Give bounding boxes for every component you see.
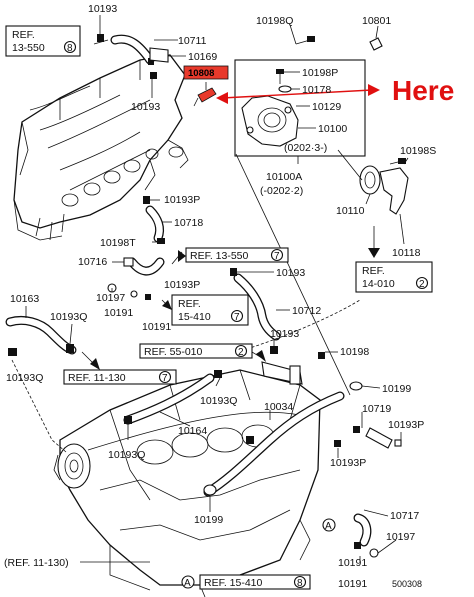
ref-circle-number: 7: [162, 373, 168, 384]
part-label: 10118: [392, 247, 421, 259]
part-label: 10193P: [388, 419, 424, 431]
part-label: 10034: [264, 401, 293, 413]
sensor-10178: [278, 85, 292, 93]
part-label: 10718: [174, 217, 203, 229]
part-label: 10198T: [100, 237, 136, 249]
ref-label: (REF. 11-130): [4, 557, 69, 569]
part-label: 10716: [78, 256, 107, 268]
part-label: 10198Q: [256, 15, 293, 27]
circle-A-label: A: [184, 578, 191, 589]
ref-number: 13-550: [12, 42, 45, 54]
arrows: [81, 39, 380, 370]
part-label: 10193P: [164, 279, 200, 291]
bolt-10198P: [276, 69, 284, 84]
part-label: 10163: [10, 293, 39, 305]
part-label: 10169: [188, 51, 217, 63]
ref-box-15-410-8: A REF. 15-410 8: [181, 574, 311, 590]
ref-box-13-550-7: REF. 13-550 7: [185, 247, 289, 263]
part-label: 10100A: [266, 171, 302, 183]
engine-block-drawing: [53, 369, 321, 597]
part-label: 10711: [178, 35, 207, 47]
here-annotation-label: Here: [392, 75, 454, 106]
ref-label: REF. 13-550: [190, 250, 249, 262]
part-label: 10164: [178, 425, 207, 437]
part-label: 10197: [96, 292, 125, 304]
ref-number: 15-410: [178, 311, 211, 323]
svg-text:A: A: [325, 521, 332, 532]
part-label: 10193P: [164, 194, 200, 206]
part-label: 10178: [302, 84, 331, 96]
ref-circle-number: 2: [419, 279, 425, 290]
thermostat-housing-group: [234, 59, 366, 157]
footer-code: 500308: [392, 579, 422, 589]
part-label: 10100: [318, 123, 347, 135]
small-parts: [8, 34, 409, 558]
part-label: 10193P: [330, 457, 366, 469]
part-label: 10129: [312, 101, 341, 113]
part-label: 10717: [390, 510, 419, 522]
part-label: 10193: [270, 328, 299, 340]
highlighted-part-10808: 10808: [183, 65, 229, 80]
ref-label: REF.: [362, 265, 385, 277]
part-label: 10191: [338, 578, 367, 590]
part-label: 10193: [276, 267, 305, 279]
ref-number: 14-010: [362, 278, 395, 290]
ref-label: REF. 55-010: [144, 346, 203, 358]
ref-circle-number: 8: [297, 578, 303, 589]
ref-label: REF.: [12, 29, 35, 41]
part-10808-sensor: [193, 87, 217, 107]
ref-box-11-130-7: REF. 11-130 7: [63, 369, 177, 385]
part-label: 10199: [382, 383, 411, 395]
ref-label: REF.: [178, 298, 201, 310]
part-label: 10198S: [400, 145, 436, 157]
intake-ports: [61, 148, 159, 207]
part-label: (-0202·2): [260, 185, 303, 197]
part-number-labels: 10193 10711 10169 10193 10198Q 10801 101…: [6, 3, 436, 590]
part-label: 10191: [104, 307, 133, 319]
ref-label: REF. 11-130: [68, 372, 126, 384]
part-label: 10193: [88, 3, 117, 15]
part-label: 10193Q: [108, 449, 145, 461]
ref-circle-number: 7: [274, 251, 280, 262]
ref-box-15-410-7: REF. 15-410 7: [171, 294, 249, 326]
part-label: 10198P: [302, 67, 338, 79]
part-label: (0202·3-): [284, 142, 327, 154]
part-10808-label: 10808: [188, 68, 214, 79]
circle-A-marker: A: [322, 518, 336, 532]
part-label: 10197: [386, 531, 415, 543]
part-label: 10801: [362, 15, 391, 27]
ref-11-130-paren: (REF. 11-130): [4, 557, 150, 569]
ref-circle-number: 2: [238, 347, 244, 358]
ref-circle-number: 7: [234, 312, 240, 323]
part-label: 10191: [338, 557, 367, 569]
part-label: 10193Q: [200, 395, 237, 407]
part-label: 10193Q: [6, 372, 43, 384]
part-label: 10199: [194, 514, 223, 526]
cylinder-head-drawing: [13, 54, 189, 241]
ref-circle-number: 8: [67, 43, 73, 54]
ref-box-13-550-8: REF. 13-550 8: [5, 25, 81, 57]
ref-box-55-010-2: REF. 55-010 2: [139, 343, 253, 359]
part-label: 10719: [362, 403, 391, 415]
part-label: 10712: [292, 305, 321, 317]
ref-label: REF. 15-410: [204, 577, 263, 589]
part-label: 10191: [142, 321, 171, 333]
hoses: [5, 34, 372, 547]
water-pump-pulley: [53, 443, 91, 489]
leader-lines: [25, 15, 409, 562]
ref-box-14-010-2: REF. 14-010 2: [355, 261, 433, 293]
part-label: 10193: [131, 101, 160, 113]
thermostat-housing-part: [241, 95, 299, 147]
part-label: 10110: [336, 205, 365, 217]
part-label: 10198: [340, 346, 369, 358]
part-label: 10193Q: [50, 311, 87, 323]
